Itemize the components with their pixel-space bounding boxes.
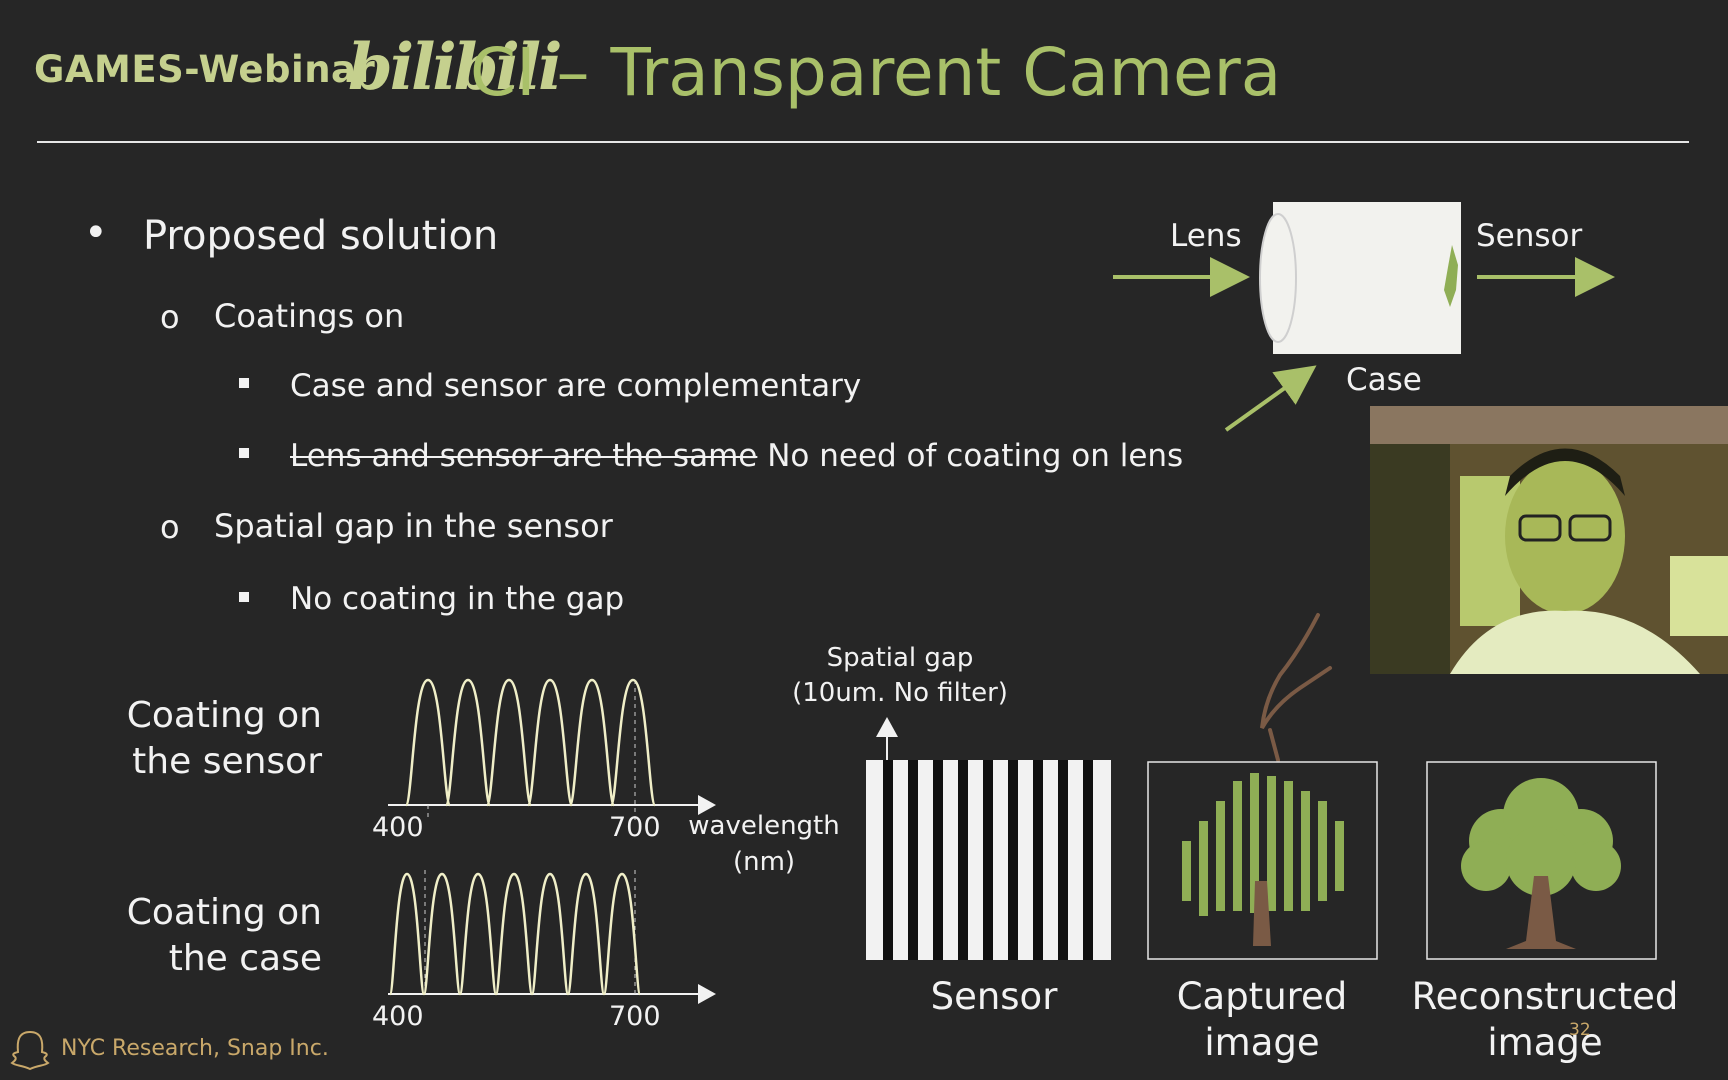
x-axis-arrow-icon: [698, 984, 716, 1004]
case-label: Case: [1346, 362, 1422, 398]
caption-captured: Captured image: [1176, 975, 1348, 1064]
spatial-gap-label: Spatial gap (10um. No filter): [792, 643, 1008, 708]
bullet-square-icon: [239, 378, 249, 388]
bullet-dot-icon: •: [84, 210, 108, 256]
wavelength-axis-label: wavelength (nm): [688, 811, 840, 877]
case-box: [1273, 202, 1461, 354]
lens-note: No need of coating on lens: [767, 438, 1184, 474]
slide-title: CI – Transparent Camera: [470, 34, 1282, 111]
case-tick-700: 700: [609, 1001, 661, 1032]
lens-shape: [1259, 213, 1297, 343]
lens-label: Lens: [1170, 218, 1242, 254]
sensor-coating-plot: [388, 678, 716, 820]
bullet-no-coating: No coating in the gap: [290, 581, 625, 617]
bullet-square-icon: [239, 592, 249, 602]
bullet-circle-icon: o: [160, 298, 180, 336]
title-divider: [37, 141, 1689, 143]
case-tick-400: 400: [372, 1001, 424, 1032]
annotation-scribble: [1260, 613, 1332, 762]
sensor-label: Sensor: [1476, 218, 1583, 254]
bullet-proposed-solution: Proposed solution: [143, 213, 499, 259]
sensor-tick-400: 400: [372, 812, 424, 843]
case-coating-label: Coating on the case: [126, 892, 322, 979]
footer-org: NYC Research, Snap Inc.: [61, 1036, 329, 1061]
sensor-stripe-pattern: [866, 717, 1111, 960]
bilibili-logo: bilibili: [348, 30, 562, 105]
case-arrow: [1224, 365, 1317, 432]
caption-reconstructed: Reconstructed image: [1411, 975, 1679, 1064]
bullet-circle-icon: o: [160, 508, 180, 546]
page-number: 32: [1569, 1020, 1591, 1040]
presenter-image: [1370, 406, 1728, 674]
bullet-coatings-on: Coatings on: [214, 297, 405, 335]
bullet-lens-line: Lens and sensor are the same No need of …: [237, 438, 1183, 474]
snapchat-ghost-icon: [10, 1030, 50, 1071]
captured-image: [1147, 761, 1378, 960]
case-coating-plot: [388, 870, 716, 1004]
struck-text: Lens and sensor are the same: [290, 438, 758, 474]
gap-arrow-icon: [876, 717, 898, 737]
presenter-webcam: [1370, 406, 1728, 674]
case-peaks-curve: [388, 872, 642, 996]
sensor-tree-icon: [1444, 245, 1458, 307]
reconstructed-image: [1426, 761, 1657, 960]
watermark-text: GAMES-Webinar: [34, 48, 376, 91]
bullet-square-icon: [239, 448, 249, 458]
bullet-spatial-gap: Spatial gap in the sensor: [214, 507, 613, 545]
bullet-case-sensor: Case and sensor are complementary: [290, 368, 862, 404]
sensor-coating-label: Coating on the sensor: [126, 695, 322, 782]
sensor-tick-700: 700: [609, 812, 661, 843]
caption-sensor: Sensor: [930, 975, 1058, 1018]
x-axis-arrow-icon: [698, 795, 716, 815]
camera-diagram: [1113, 202, 1615, 432]
sensor-peaks-curve: [404, 678, 657, 807]
